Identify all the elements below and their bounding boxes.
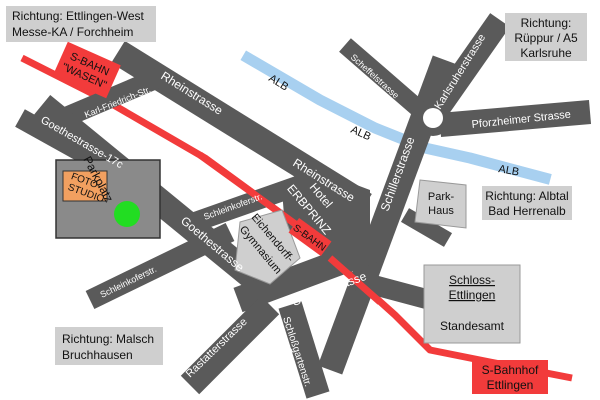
road-schiller-east <box>352 270 433 310</box>
road-schlossgarten <box>278 301 330 399</box>
schloss-label-2: Ettlingen <box>449 288 496 302</box>
sbahnhof-label-1: S-Bahnhof <box>482 363 539 377</box>
schloss-box <box>423 264 521 344</box>
road-parkhaus-link <box>400 208 453 247</box>
dir-ettlingen-west-1: Richtung: Ettlingen-West <box>12 9 145 23</box>
road-schleinkofer-left <box>85 223 235 309</box>
sbahnhof-label-2: Ettlingen <box>487 378 534 392</box>
dir-albtal-1: Richtung: Albtal <box>485 189 568 203</box>
direction-box-malsch <box>55 327 163 365</box>
roundabout-center <box>423 108 443 128</box>
schloss-label-1: Schloss- <box>449 273 495 287</box>
road-rastatter <box>180 295 280 395</box>
parking-marker-icon <box>114 201 140 227</box>
direction-box-ettlingen-west <box>6 6 156 42</box>
direction-box-albtal <box>482 186 572 220</box>
river-alb <box>240 50 552 185</box>
sbahn-wasen-box <box>53 41 121 99</box>
gymnasium-block <box>234 209 301 285</box>
dir-malsch-1: Richtung: Malsch <box>62 332 154 346</box>
dir-albtal-2: Bad Herrenalb <box>488 204 566 218</box>
foto-studio-box <box>62 170 108 202</box>
dir-rueppur-2: Rüppur / A5 <box>514 31 578 45</box>
sbahn-track-overpass-2 <box>327 255 383 305</box>
parkhaus-box <box>414 179 467 229</box>
sbahn-mid-box <box>288 217 332 257</box>
parkhaus-label-1: Park- <box>428 191 455 203</box>
dir-ettlingen-west-2: Messe-KA / Forchheim <box>12 25 133 39</box>
parkhaus-label-2: Haus <box>428 205 454 217</box>
standesamt-label: Standesamt <box>440 319 505 333</box>
dir-malsch-2: Bruchhausen <box>62 348 133 362</box>
dir-rueppur-3: Karlsruhe <box>520 46 572 60</box>
road-scheffelstrasse <box>339 38 426 117</box>
direction-box-rueppur <box>505 13 587 61</box>
road-pforzheimer <box>438 100 592 137</box>
river-label-3: ALB <box>497 163 520 178</box>
dir-rueppur-1: Richtung: <box>521 16 572 30</box>
sbahnhof-box <box>472 360 548 394</box>
